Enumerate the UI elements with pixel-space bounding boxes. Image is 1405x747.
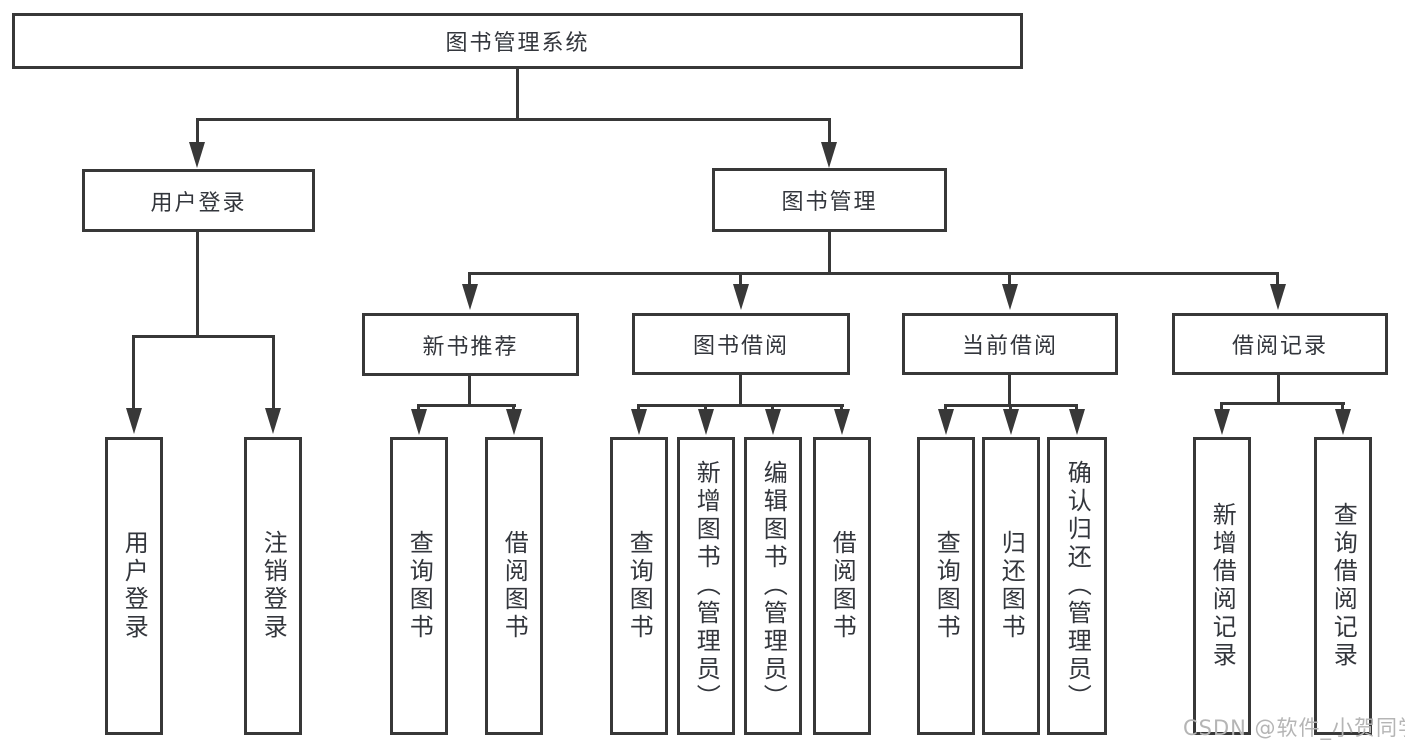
arrow-down-icon: [265, 408, 281, 434]
arrow-down-icon: [938, 409, 954, 435]
arrow-down-icon: [765, 409, 781, 435]
leaf-confirm-return-admin: 确认归还（管理员）: [1047, 437, 1107, 735]
connector-stem: [739, 272, 742, 284]
arrow-down-icon: [821, 142, 837, 168]
leaf-return-books: 归还图书: [982, 437, 1040, 735]
arrow-down-icon: [1335, 409, 1351, 435]
arrow-down-icon: [1002, 284, 1018, 310]
connector-stem: [1008, 272, 1011, 284]
arrow-down-icon: [834, 409, 850, 435]
node-label: 当前借阅: [961, 334, 1058, 359]
node-book-borrowing: 图书借阅: [632, 313, 850, 375]
leaf-borrow-books: 借阅图书: [813, 437, 871, 735]
connector-stem: [1220, 402, 1223, 410]
connector-vline: [1277, 375, 1280, 402]
leaf-logout: 注销登录: [244, 437, 302, 735]
connector-stem: [771, 404, 774, 410]
arrow-down-icon: [126, 408, 142, 434]
connector-stem: [512, 404, 515, 410]
connector-book-mgmt-vline: [828, 232, 831, 272]
connector-stem: [1009, 404, 1012, 410]
connector-stem: [132, 335, 135, 408]
connector-stem: [944, 404, 947, 410]
connector-stem: [1276, 272, 1279, 284]
connector-stem: [704, 404, 707, 410]
connector-book-mgmt-hline: [469, 272, 1279, 275]
node-library-management-system: 图书管理系统: [12, 13, 1023, 69]
node-label: 图书管理系统: [445, 31, 590, 56]
node-current-borrowing: 当前借阅: [902, 313, 1118, 375]
arrow-down-icon: [733, 284, 749, 310]
connector-root-hline: [196, 118, 831, 121]
connector-vline: [739, 375, 742, 404]
node-user-login: 用户登录: [82, 169, 315, 232]
connector-vline: [468, 376, 471, 404]
node-label: 图书借阅: [692, 334, 789, 359]
leaf-user-login: 用户登录: [105, 437, 163, 735]
arrow-down-icon: [1069, 409, 1085, 435]
node-borrowing-records: 借阅记录: [1172, 313, 1388, 375]
arrow-down-icon: [189, 142, 205, 168]
leaf-query-books: 查询图书: [390, 437, 448, 735]
leaf-add-books-admin: 新增图书（管理员）: [677, 437, 735, 735]
arrow-down-icon: [411, 409, 427, 435]
arrow-down-icon: [1214, 409, 1230, 435]
connector-user-login-hline: [133, 335, 275, 338]
connector-stem: [828, 118, 831, 142]
arrow-down-icon: [1003, 409, 1019, 435]
arrow-down-icon: [631, 409, 647, 435]
connector-vline: [1008, 375, 1011, 404]
leaf-query-books: 查询图书: [917, 437, 975, 735]
leaf-borrow-books: 借阅图书: [485, 437, 543, 735]
connector-stem: [417, 404, 420, 410]
leaf-add-borrow-record: 新增借阅记录: [1193, 437, 1251, 735]
connector-stem: [637, 404, 640, 410]
connector-root-vline: [516, 69, 519, 118]
connector-stem: [840, 404, 843, 410]
arrow-down-icon: [1270, 284, 1286, 310]
arrow-down-icon: [462, 284, 478, 310]
node-book-management: 图书管理: [712, 168, 947, 232]
node-new-book-recommend: 新书推荐: [362, 313, 579, 376]
watermark: CSDN @软件_小贺同学: [1183, 716, 1405, 740]
leaf-query-borrow-record: 查询借阅记录: [1314, 437, 1372, 735]
connector-stem: [272, 335, 275, 408]
connector-stem: [1075, 404, 1078, 410]
connector-hline: [638, 404, 844, 407]
node-label: 用户登录: [150, 190, 247, 216]
connector-hline: [1221, 402, 1345, 405]
connector-hline: [418, 404, 516, 407]
leaf-edit-books-admin: 编辑图书（管理员）: [744, 437, 802, 735]
arrow-down-icon: [698, 409, 714, 435]
arrow-down-icon: [506, 409, 522, 435]
node-label: 新书推荐: [422, 334, 519, 360]
leaf-query-books: 查询图书: [610, 437, 668, 735]
connector-stem: [196, 118, 199, 142]
connector-stem: [468, 272, 471, 284]
connector-user-login-vline: [196, 232, 199, 335]
connector-stem: [1341, 402, 1344, 410]
node-label: 图书管理: [781, 190, 878, 215]
node-label: 借阅记录: [1231, 334, 1328, 359]
